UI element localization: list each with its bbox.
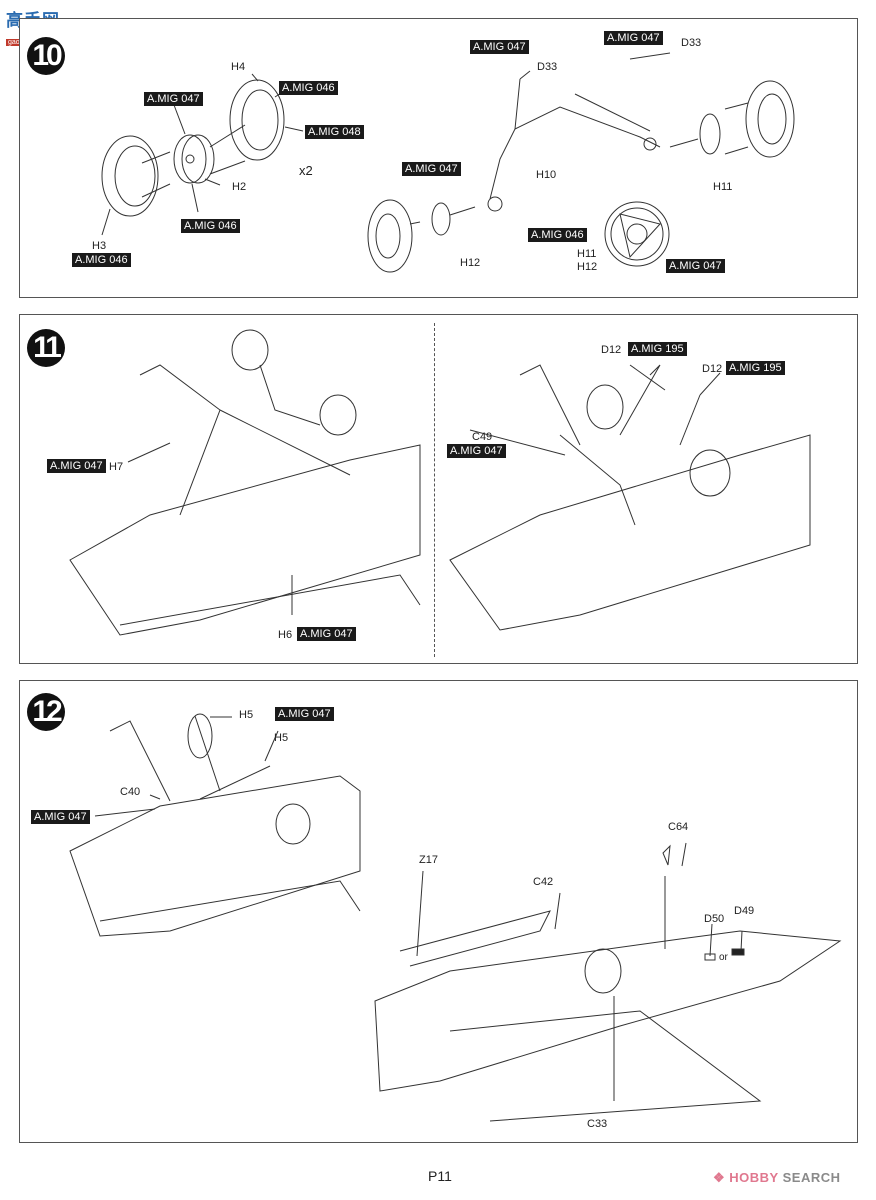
- label-h10: H10: [536, 169, 557, 181]
- label-c42: C42: [533, 876, 554, 888]
- label-d49: D49: [734, 905, 755, 917]
- label-h5-second: H5: [274, 732, 289, 744]
- left-fuselage-shape: [69, 444, 421, 636]
- gear-strut-shape: [489, 78, 661, 200]
- label-z17: Z17: [419, 854, 438, 866]
- label-or: or: [719, 952, 728, 963]
- h11-wheel-shape: [745, 80, 795, 158]
- h12-wheel-shape: [367, 199, 413, 273]
- label-h5-top: H5: [239, 709, 254, 721]
- label-h11: H11: [713, 181, 733, 193]
- tag-h5-paint: A.MIG 047: [275, 707, 334, 721]
- left-gear-wheel-shape: [231, 329, 269, 371]
- step-10-illustration: [101, 52, 795, 273]
- tag-c40-paint: A.MIG 047: [31, 810, 90, 824]
- step-11-illustration: [69, 329, 811, 636]
- label-d12-first: D12: [601, 344, 622, 356]
- hobby-search-brand-part1: HOBBY: [729, 1170, 779, 1185]
- tag-h3-tire-paint: A.MIG 046: [72, 253, 131, 267]
- step-10-panel: 10: [19, 18, 858, 298]
- h11-hub-shape: [699, 113, 721, 155]
- lower-gear-wheel-shape: [584, 948, 622, 994]
- label-c33: C33: [587, 1118, 608, 1130]
- label-d33-right: D33: [681, 37, 702, 49]
- step-11-panel: 11 A.MIG 047 H7 H6 A.MIG: [19, 314, 858, 664]
- hobby-search-watermark: ❖ HOBBY SEARCH: [713, 1170, 841, 1186]
- right-fuselage-shape: [449, 434, 811, 631]
- hub-detail-shape: [604, 201, 670, 267]
- d49-part-shape: [731, 948, 745, 956]
- tag-strut-top-right-paint: A.MIG 047: [604, 31, 663, 45]
- step-10-number: 10: [27, 37, 65, 75]
- label-c40: C40: [120, 786, 141, 798]
- tag-h7-paint: A.MIG 047: [47, 459, 106, 473]
- step-11-number: 11: [27, 329, 65, 367]
- d50-part-shape: [704, 953, 716, 961]
- label-d12-second: D12: [702, 363, 723, 375]
- tag-h2-hub-paint: A.MIG 046: [181, 219, 240, 233]
- label-x2: x2: [299, 163, 313, 178]
- page-number: P11: [428, 1168, 452, 1184]
- label-h2: H2: [232, 181, 247, 193]
- label-h12: H12: [460, 257, 481, 269]
- tag-detail-inner-paint: A.MIG 047: [666, 259, 725, 273]
- label-h11-detail: H11: [577, 248, 597, 260]
- step-12-panel: 12: [19, 680, 858, 1143]
- label-d50: D50: [704, 913, 725, 925]
- tag-h12-disc-paint: A.MIG 047: [402, 162, 461, 176]
- label-c64: C64: [668, 821, 689, 833]
- hobby-search-brand-part2: SEARCH: [782, 1170, 841, 1185]
- upper-gear-wheel-shape: [275, 803, 311, 845]
- tag-d12-first-paint: A.MIG 195: [628, 342, 687, 356]
- hobby-search-logo-icon: ❖: [713, 1170, 726, 1185]
- lower-fuselage-shape: [374, 930, 842, 1092]
- label-h4: H4: [231, 61, 246, 73]
- tag-h4-ring-paint: A.MIG 048: [305, 125, 364, 139]
- tag-c49-paint: A.MIG 047: [447, 444, 506, 458]
- tag-wheel-hub-paint: A.MIG 047: [144, 92, 203, 106]
- right-gear-wheel-shape: [586, 384, 624, 430]
- tag-detail-outer-paint: A.MIG 046: [528, 228, 587, 242]
- step-12-illustration: [69, 713, 842, 1122]
- tag-h6-paint: A.MIG 047: [297, 627, 356, 641]
- label-d33-left: D33: [537, 61, 558, 73]
- label-h12-detail: H12: [577, 261, 598, 273]
- tag-h4-outer-paint: A.MIG 046: [279, 81, 338, 95]
- hub-shape: [173, 134, 207, 184]
- label-c49: C49: [472, 431, 493, 443]
- step-11-divider: [434, 323, 435, 657]
- label-h6: H6: [278, 629, 293, 641]
- h3-tire-shape: [101, 135, 159, 217]
- upper-fuselage-shape: [69, 775, 361, 937]
- h12-disc-shape: [431, 202, 451, 236]
- label-h7: H7: [109, 461, 124, 473]
- label-h3: H3: [92, 240, 107, 252]
- step-12-number: 12: [27, 693, 65, 731]
- tag-strut-top-left-paint: A.MIG 047: [470, 40, 529, 54]
- tag-d12-second-paint: A.MIG 195: [726, 361, 785, 375]
- h4-tire-shape: [229, 79, 285, 161]
